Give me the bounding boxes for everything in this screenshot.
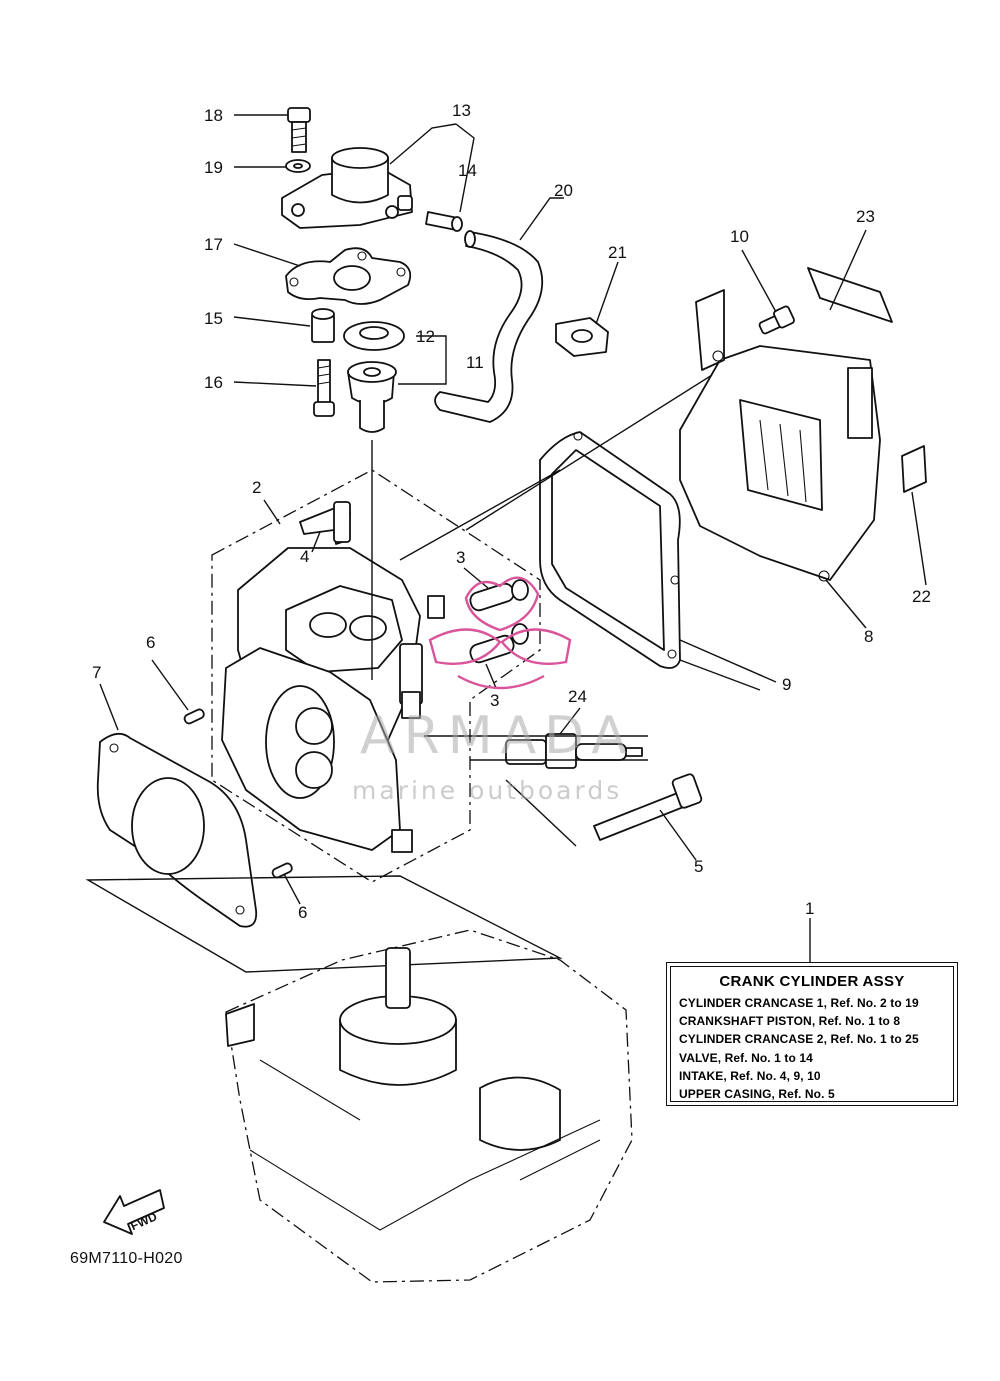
assembly-legend-inner: CRANK CYLINDER ASSY CYLINDER CRANCASE 1,… bbox=[670, 966, 954, 1102]
thermostat-cover-part-13 bbox=[281, 147, 413, 229]
callout-17: 17 bbox=[204, 235, 223, 254]
callout-15: 15 bbox=[204, 309, 223, 328]
callout-24: 24 bbox=[568, 687, 587, 706]
legend-row: UPPER CASING, Ref. No. 5 bbox=[679, 1087, 835, 1102]
callout-6-upper: 6 bbox=[146, 633, 155, 652]
watermark-brand: ARMADA bbox=[360, 706, 635, 766]
plug-part-3a bbox=[469, 579, 529, 612]
legend-row: VALVE, Ref. No. 1 to 14 bbox=[679, 1050, 813, 1065]
legend-row: CRANKSHAFT PISTON, Ref. No. 1 to 8 bbox=[679, 1014, 901, 1029]
gasket-part-17 bbox=[285, 247, 412, 305]
dowel-part-6a bbox=[183, 708, 205, 725]
fitting-part-4 bbox=[299, 501, 351, 545]
bolt-part-18 bbox=[287, 107, 311, 153]
bolt-part-5 bbox=[593, 773, 703, 841]
seal-part-12 bbox=[343, 321, 405, 351]
cylinder-group-frame bbox=[211, 469, 541, 883]
label-part-22 bbox=[901, 445, 927, 493]
legend-title: CRANK CYLINDER ASSY bbox=[719, 973, 905, 990]
callout-13: 13 bbox=[452, 101, 471, 120]
callout-12: 12 bbox=[416, 327, 435, 346]
crankcase-block bbox=[225, 929, 633, 1283]
callout-20: 20 bbox=[554, 181, 573, 200]
callout-23: 23 bbox=[856, 207, 875, 226]
callout-9: 9 bbox=[782, 675, 791, 694]
callout-3-lower: 3 bbox=[490, 691, 499, 710]
decal-part-23 bbox=[807, 267, 893, 323]
callout-18: 18 bbox=[204, 106, 223, 125]
bolt-part-16 bbox=[313, 359, 335, 417]
dowel-part-6b bbox=[271, 862, 293, 879]
nozzle-part-14 bbox=[425, 211, 463, 232]
crankcase-upper-part bbox=[221, 647, 421, 853]
callout-2: 2 bbox=[252, 478, 261, 497]
spark-plug-plane bbox=[424, 735, 648, 847]
bolt-part-10 bbox=[758, 305, 795, 335]
legend-row: CYLINDER CRANCASE 2, Ref. No. 1 to 25 bbox=[679, 1032, 919, 1047]
callout-21: 21 bbox=[608, 243, 627, 262]
callout-4: 4 bbox=[300, 547, 309, 566]
assembly-legend: CRANK CYLINDER ASSY CYLINDER CRANCASE 1,… bbox=[666, 962, 958, 1106]
thermostat-part-11 bbox=[347, 361, 397, 433]
callout-14: 14 bbox=[458, 161, 477, 180]
leader-lines bbox=[99, 114, 927, 962]
intake-plane bbox=[399, 369, 761, 691]
washer-part-19 bbox=[285, 159, 311, 173]
callout-22: 22 bbox=[912, 587, 931, 606]
gasket-plane-7 bbox=[85, 875, 563, 973]
callout-5: 5 bbox=[694, 857, 703, 876]
legend-row: CYLINDER CRANCASE 1, Ref. No. 2 to 19 bbox=[679, 996, 919, 1010]
clip-part-21 bbox=[555, 317, 609, 357]
gasket-part-9 bbox=[539, 431, 681, 669]
watermark-logo-icon bbox=[428, 576, 572, 690]
callout-10: 10 bbox=[730, 227, 749, 246]
callout-16: 16 bbox=[204, 373, 223, 392]
callout-3-upper: 3 bbox=[456, 548, 465, 567]
callout-1: 1 bbox=[805, 899, 814, 918]
callout-11: 11 bbox=[466, 353, 484, 372]
callout-6-lower: 6 bbox=[298, 903, 307, 922]
drawing-code: 69M7110-H020 bbox=[70, 1250, 183, 1267]
callout-8: 8 bbox=[864, 627, 873, 646]
intake-manifold-part-8 bbox=[679, 289, 881, 582]
watermark-tagline: marine outboards bbox=[352, 776, 623, 805]
fwd-arrow-icon bbox=[103, 1189, 165, 1235]
collar-part-15 bbox=[311, 308, 335, 343]
legend-row: INTAKE, Ref. No. 4, 9, 10 bbox=[679, 1068, 821, 1083]
hose-part-20 bbox=[434, 230, 544, 423]
callout-7: 7 bbox=[92, 663, 101, 682]
callout-19: 19 bbox=[204, 158, 223, 177]
